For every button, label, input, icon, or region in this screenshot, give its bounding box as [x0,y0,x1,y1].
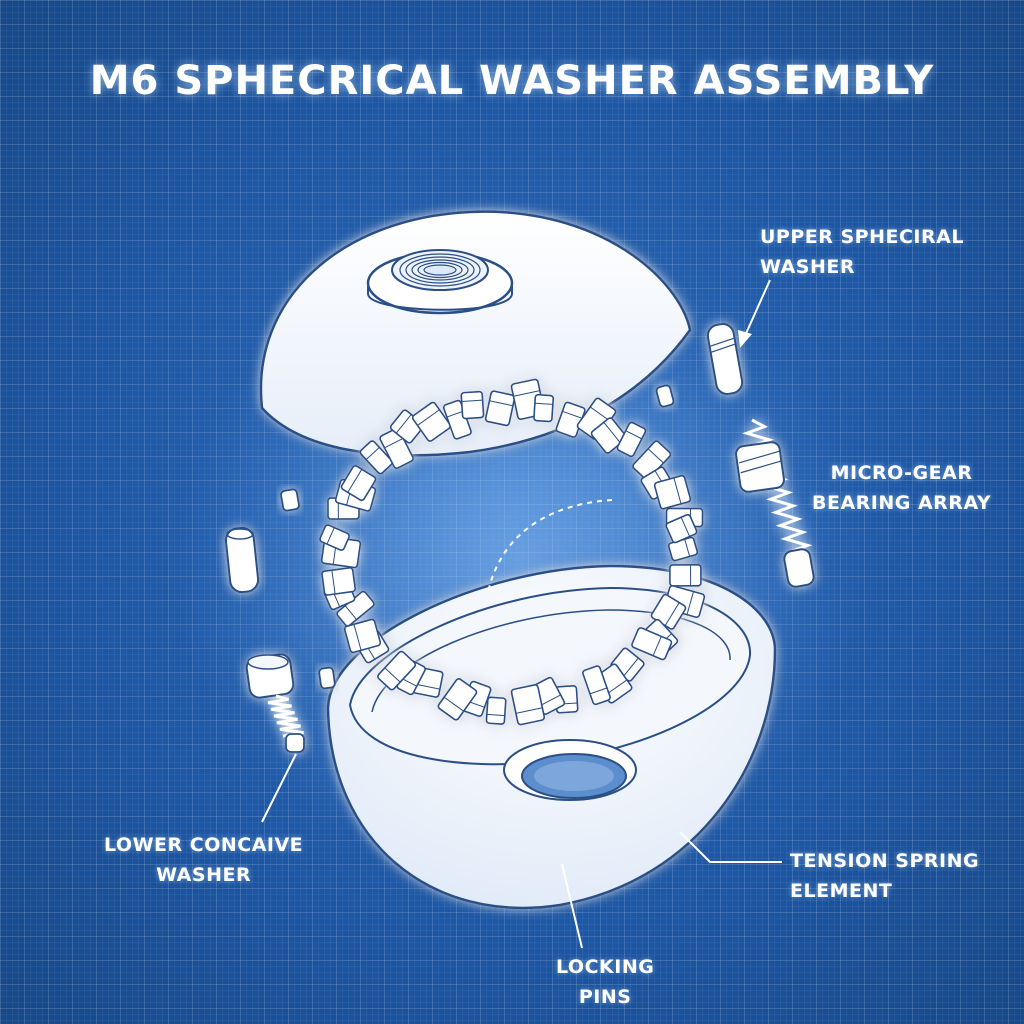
leader-gear-array [487,499,613,593]
gear-tooth [669,564,702,587]
diagram-title: M6 SPHECRICAL WASHER ASSEMBLY [89,58,935,104]
locking-pin-small-2 [655,384,675,408]
gear-tooth [485,696,507,725]
label-line: WASHER [156,864,252,886]
leader-lower-washer [261,753,297,823]
gear-tooth [411,401,452,442]
gear-tooth [484,390,516,427]
label-line: ELEMENT [790,880,893,902]
gear-tooth [437,678,478,721]
label-line: LOWER CONCAIVE [104,834,304,856]
gear-tooth [359,440,394,475]
tension-spring-left [245,653,305,753]
gear-tooth [533,393,555,423]
label-line: WASHER [760,256,856,278]
locking-pin-left [224,526,260,594]
label-line: MICRO-GEAR [830,462,973,484]
gear-tooth [321,566,357,596]
locking-pin-right [706,323,744,395]
gear-tooth [460,390,485,420]
arrowhead-upper [738,330,752,348]
gear-tooth [616,421,647,458]
gear-tooth [379,427,414,469]
gear-tooth [343,618,382,654]
label-line: LOCKING [556,956,655,978]
label-lower-concave-washer: LOWER CONCAIVE WASHER [104,830,303,890]
gear-tooth [510,684,546,726]
tension-spring-right [735,418,815,588]
gear-tooth [665,513,698,544]
leader-tension-spring [679,831,782,863]
label-tension-spring-element: TENSION SPRING ELEMENT [790,846,979,906]
gear-tooth [653,474,692,510]
locking-pin-small-1 [280,488,300,512]
label-line: UPPER SPHECIRAL [760,226,964,248]
lower-concave-washer [326,564,777,910]
label-line: TENSION SPRING [790,850,980,872]
leader-locking-pins [561,863,583,949]
label-micro-gear-bearing-array: MICRO-GEAR BEARING ARRAY [812,458,991,518]
label-locking-pins: LOCKING PINS [556,952,654,1012]
label-line: BEARING ARRAY [812,492,992,514]
locking-pin-small-3 [318,666,336,690]
label-line: PINS [578,986,632,1008]
gear-tooth [631,627,673,661]
leader-upper-washer [743,279,771,339]
upper-spherical-washer [259,210,692,457]
gear-tooth [582,665,611,706]
gear-tooth [377,650,417,691]
gear-tooth [340,465,377,502]
leader-lines [261,279,782,949]
micro-gear-bearing-array [319,378,706,726]
gear-tooth [319,524,350,551]
label-upper-spherical-washer: UPPER SPHECIRAL WASHER [760,222,964,282]
